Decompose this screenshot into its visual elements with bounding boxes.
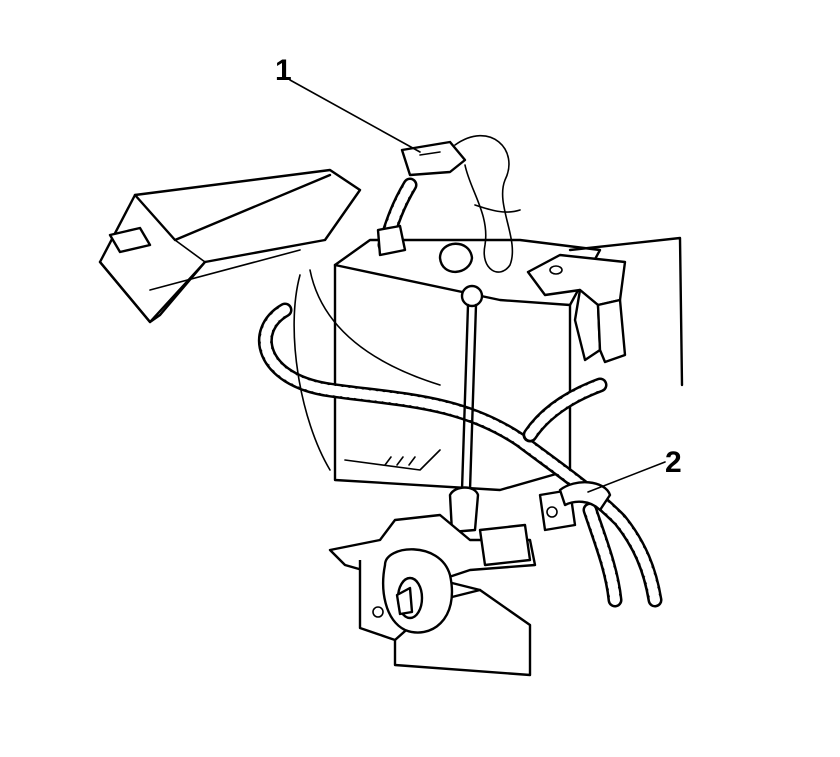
callout-label-2: 2 bbox=[665, 446, 682, 479]
battery-tray-bracket bbox=[328, 488, 577, 677]
fuse-box bbox=[98, 168, 362, 324]
battery-hold-down-block bbox=[526, 253, 627, 364]
hold-down-rod bbox=[448, 284, 484, 534]
leader-line-1 bbox=[289, 79, 421, 153]
leader-line-2 bbox=[587, 461, 666, 493]
callout-label-1: 1 bbox=[275, 54, 292, 87]
